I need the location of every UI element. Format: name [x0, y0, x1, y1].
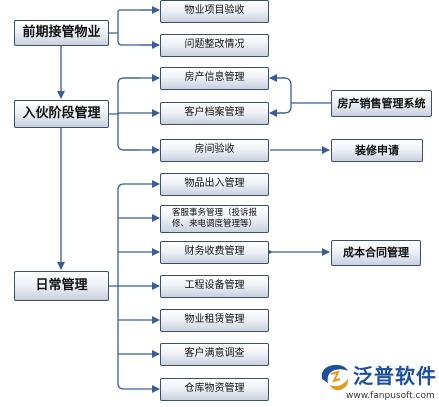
stage-daily: 日常管理 — [14, 271, 109, 301]
module-engineering-equipment: 工程设备管理 — [160, 275, 269, 298]
module-customer-files: 客户档案管理 — [160, 102, 269, 125]
module-property-leasing: 物业租赁管理 — [160, 309, 269, 332]
module-goods-inout: 物品出入管理 — [160, 173, 269, 196]
module-customer-service: 客服事务管理（投诉报修、来电调度管理等） — [160, 205, 269, 233]
module-warehouse: 仓库物资管理 — [160, 378, 269, 401]
module-finance-fees: 财务收费管理 — [160, 241, 269, 264]
brand-url: www.fanpusoft.com — [346, 391, 435, 401]
brand-name: 泛普软件 — [353, 364, 437, 388]
external-sales-system: 房产销售管理系统 — [331, 90, 432, 117]
external-cost-contract: 成本合同管理 — [331, 240, 421, 266]
stage-move-in: 入伙阶段管理 — [14, 100, 109, 128]
branch-move — [109, 77, 140, 151]
stage-pre-takeover: 前期接管物业 — [14, 20, 109, 46]
module-room-inspection: 房间验收 — [160, 139, 269, 162]
brand-logo: 泛普软件 www.fanpusoft.com — [318, 361, 436, 405]
module-project-acceptance: 物业项目验收 — [160, 0, 269, 23]
brand-logo-icon — [321, 364, 349, 391]
module-property-info: 房产信息管理 — [160, 67, 269, 90]
external-decoration-request: 装修申请 — [331, 139, 423, 162]
branch-pre — [109, 9, 159, 46]
sales-bracket — [270, 77, 331, 114]
module-rectification: 问题整改情况 — [160, 34, 269, 57]
module-satisfaction-survey: 客户满意调查 — [160, 343, 269, 366]
